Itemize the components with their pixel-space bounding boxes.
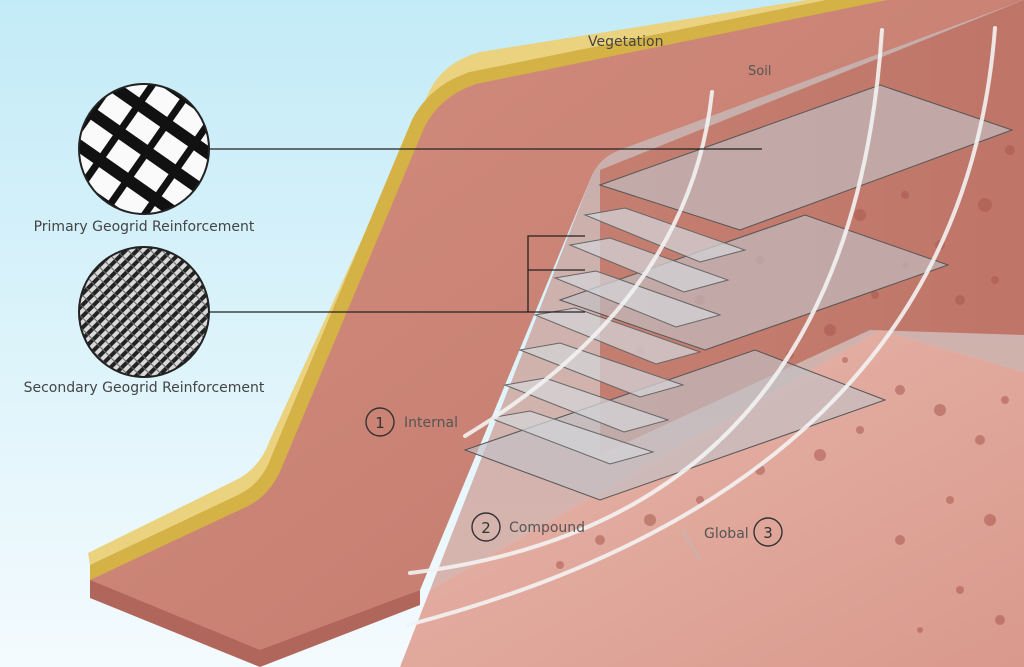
failure-mode-label: Global — [704, 526, 749, 542]
failure-mode-number: 3 — [763, 524, 773, 542]
secondary-geogrid-magnifier — [79, 247, 209, 377]
primary-geogrid-magnifier — [79, 84, 209, 214]
soil-label: Soil — [748, 64, 771, 79]
vegetation-label: Vegetation — [588, 34, 664, 50]
secondary-geogrid-label: Secondary Geogrid Reinforcement — [24, 380, 265, 396]
failure-mode-number: 1 — [375, 414, 385, 432]
failure-mode-number: 2 — [481, 519, 491, 537]
failure-mode-label: Compound — [509, 520, 585, 536]
primary-geogrid-label: Primary Geogrid Reinforcement — [34, 219, 255, 235]
failure-mode-label: Internal — [404, 415, 458, 431]
